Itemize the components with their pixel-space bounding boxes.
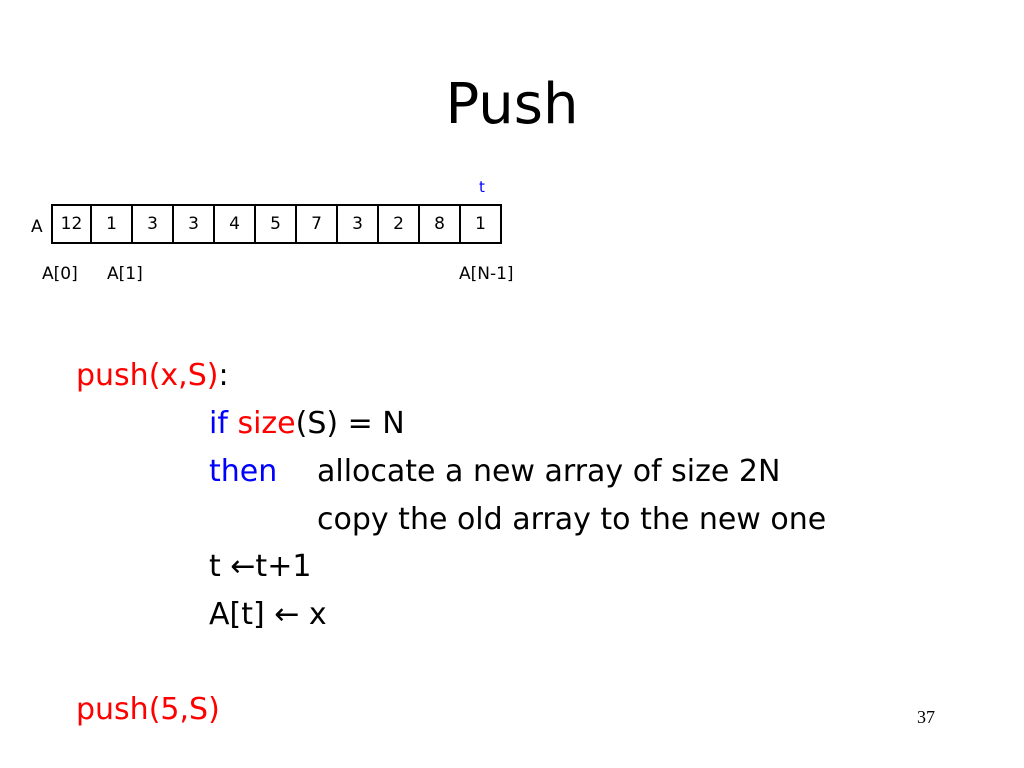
then-keyword: then xyxy=(209,454,278,489)
page-number: 37 xyxy=(917,707,935,727)
array-cell: 3 xyxy=(133,206,174,242)
code-if-line: if size(S) = N xyxy=(209,406,405,442)
array-cell: 12 xyxy=(51,206,92,242)
array-name-label: A xyxy=(31,217,43,237)
index-label-last: A[N-1] xyxy=(459,264,514,284)
index-label-second: A[1] xyxy=(107,264,143,284)
array-diagram: 12 1 3 3 4 5 7 3 2 8 1 xyxy=(51,204,502,244)
top-pointer-label: t xyxy=(479,178,485,196)
size-function: size xyxy=(237,406,296,441)
code-allocate-line: allocate a new array of size 2N xyxy=(317,454,781,489)
push-signature: push(x,S) xyxy=(76,358,219,393)
array-cell: 3 xyxy=(174,206,215,242)
array-cell: 1 xyxy=(92,206,133,242)
code-then-line: then xyxy=(209,454,277,490)
array-cell: 1 xyxy=(461,206,502,242)
array-cell: 8 xyxy=(420,206,461,242)
signature-colon: : xyxy=(218,358,229,393)
code-increment-line: t ←t+1 xyxy=(209,549,312,584)
code-copy-line: copy the old array to the new one xyxy=(317,502,827,537)
if-keyword: if xyxy=(209,406,228,441)
index-label-first: A[0] xyxy=(42,264,78,284)
array-cell: 2 xyxy=(379,206,420,242)
code-assign-line: A[t] ← x xyxy=(209,597,327,632)
array-cell: 7 xyxy=(297,206,338,242)
if-condition: (S) = N xyxy=(295,406,405,441)
array-cell: 5 xyxy=(256,206,297,242)
array-cell: 4 xyxy=(215,206,256,242)
slide-title: Push xyxy=(445,72,579,137)
code-signature-line: push(x,S): xyxy=(76,358,229,394)
array-cell: 3 xyxy=(338,206,379,242)
push-call-example: push(5,S) xyxy=(76,692,220,727)
